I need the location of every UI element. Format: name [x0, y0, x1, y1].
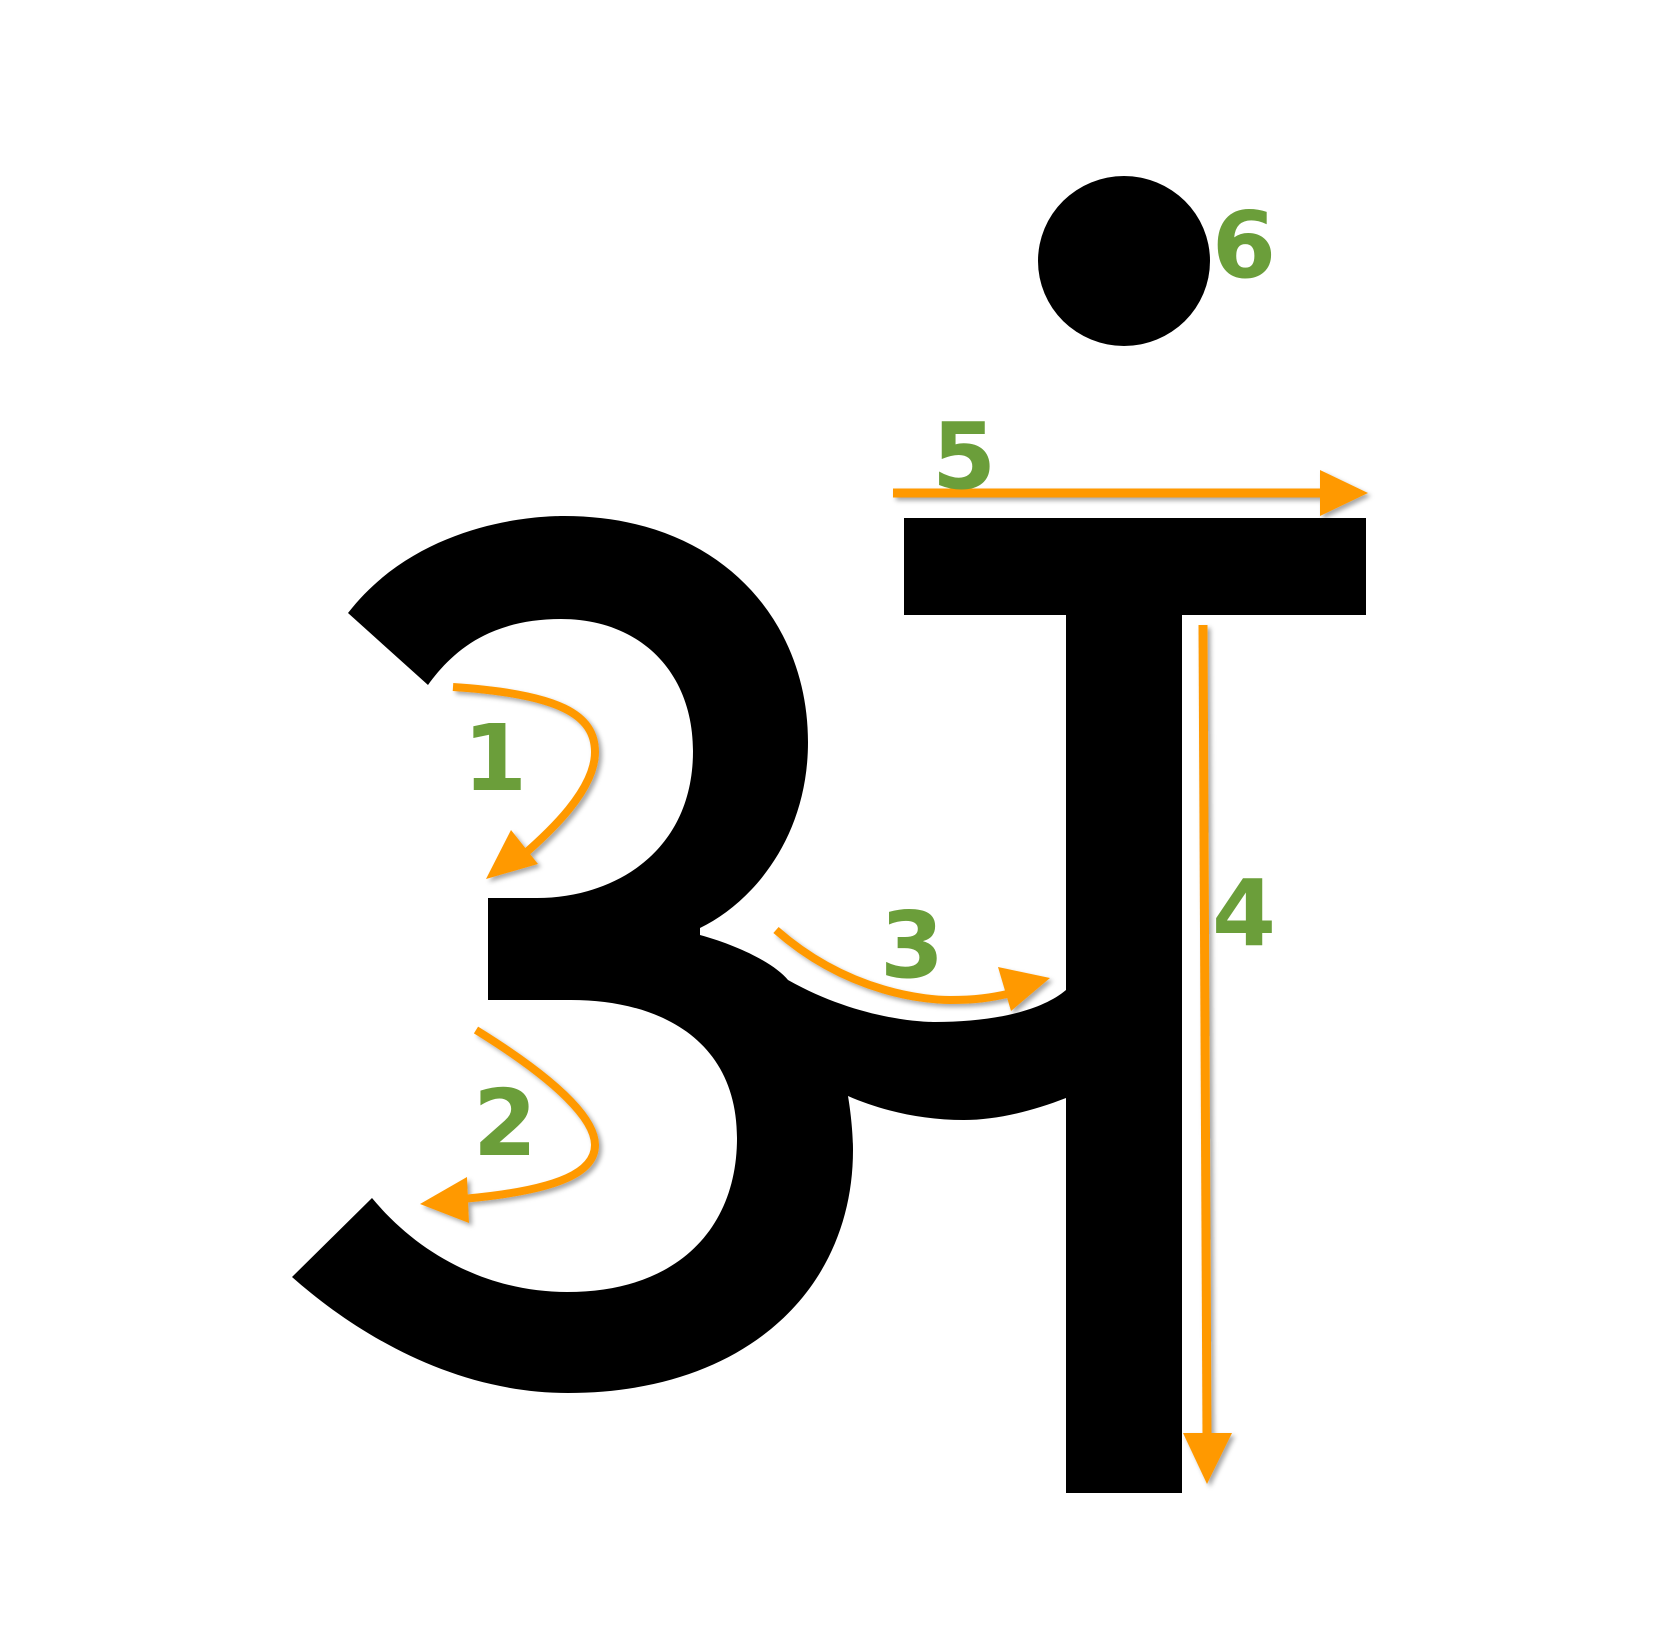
stroke-number-3: 3	[880, 892, 944, 999]
stroke-number-2: 2	[473, 1070, 537, 1177]
stroke-numbers: 1 2 3 4 5 6	[463, 192, 1276, 1177]
stroke-number-6: 6	[1212, 192, 1276, 299]
glyph-dot	[1038, 176, 1210, 346]
devanagari-glyph	[292, 176, 1366, 1493]
stroke-number-5: 5	[932, 403, 996, 510]
arrow-stroke-4	[1183, 624, 1232, 1484]
glyph-vertical-stem	[1066, 605, 1182, 1493]
arrow-stroke-5	[893, 470, 1368, 516]
stroke-number-1: 1	[463, 705, 527, 812]
arrow-stroke-2	[420, 1026, 600, 1223]
stroke-arrows	[420, 470, 1368, 1484]
arrow-stroke-1	[452, 683, 600, 879]
glyph-three-shape	[292, 516, 1066, 1393]
arrow-stroke-3	[773, 926, 1050, 1011]
stroke-number-4: 4	[1212, 860, 1276, 967]
glyph-top-bar	[904, 518, 1366, 615]
